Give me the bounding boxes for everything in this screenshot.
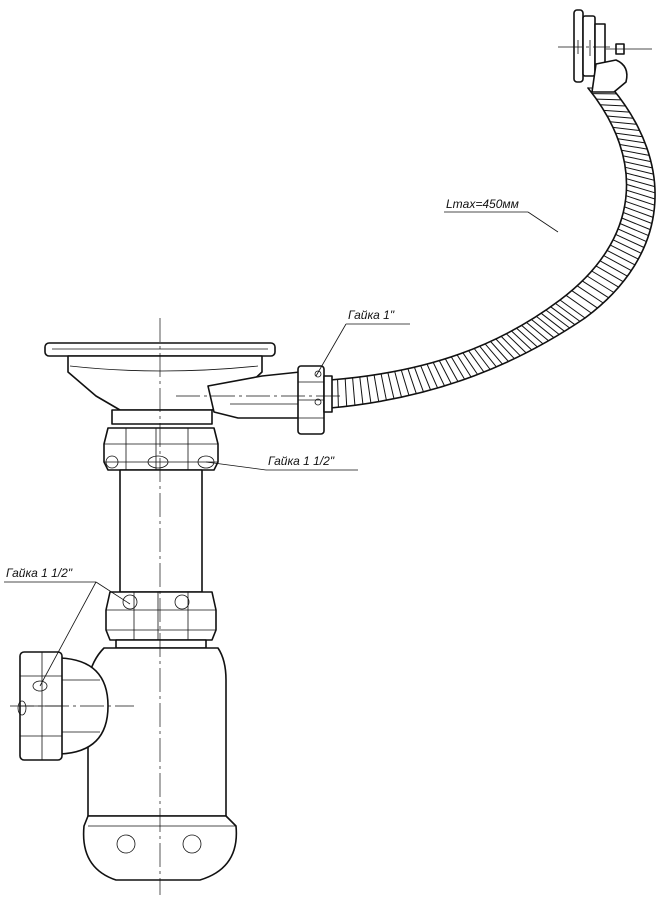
- corrugated-overflow-hose: [330, 88, 655, 408]
- hose-rib: [572, 291, 598, 309]
- hose-rib: [546, 310, 570, 328]
- hose-rib: [625, 167, 653, 174]
- upper-nut-1-1-2: [104, 428, 218, 470]
- hose-rib: [616, 133, 643, 137]
- hose-rib: [613, 240, 641, 254]
- hose-rib: [600, 261, 627, 276]
- hose-rib: [374, 375, 379, 402]
- hose-rib: [395, 371, 402, 397]
- hose-rib: [345, 379, 347, 407]
- hose-rib: [496, 339, 515, 359]
- hose-rib: [618, 229, 646, 242]
- hose-rib: [566, 295, 591, 313]
- hose-rib: [607, 250, 635, 265]
- hose-rib: [451, 357, 464, 379]
- hose-rib: [625, 207, 654, 218]
- hose-rib: [480, 346, 497, 367]
- hose-ribs: [330, 88, 655, 408]
- hose-rib: [512, 331, 532, 350]
- callout-upper-nut: Гайка 1 1/2": [206, 454, 358, 470]
- hose-rib: [551, 307, 575, 325]
- hose-rib: [353, 378, 355, 405]
- hose-rib: [541, 313, 564, 331]
- hose-rib: [616, 234, 644, 247]
- hose-rib: [600, 105, 625, 106]
- hose-length-label: Lmax=450мм: [446, 197, 519, 211]
- hose-rib: [457, 355, 471, 377]
- sink-strainer: [45, 343, 300, 424]
- siphon-body: [60, 648, 236, 880]
- hose-rib: [618, 139, 645, 143]
- hose-rib: [622, 150, 650, 155]
- hose-rib: [587, 276, 614, 293]
- hose-rib: [596, 99, 621, 100]
- hose-rib: [469, 351, 484, 372]
- hose-rib: [623, 156, 651, 162]
- hose-rib: [501, 336, 520, 355]
- hose-rib: [445, 359, 458, 382]
- hose-rib: [625, 201, 654, 211]
- hose-rib: [613, 127, 640, 130]
- hose-rib: [506, 334, 526, 353]
- hose-rib: [607, 116, 633, 118]
- hose-rib: [582, 281, 608, 298]
- hose-rib: [536, 316, 559, 334]
- hose-rib: [592, 271, 619, 287]
- hose-rib: [626, 173, 654, 180]
- hose-rib: [338, 379, 339, 407]
- hose-rib: [491, 342, 509, 362]
- hose-rib: [610, 245, 638, 259]
- hose-rib: [388, 373, 394, 399]
- hose-rib: [414, 367, 423, 392]
- hose-rib: [401, 370, 409, 395]
- hose-rib: [463, 353, 478, 375]
- hose-rib: [532, 320, 554, 338]
- hose-rib: [620, 145, 648, 150]
- upper-nut-label: Гайка 1 1/2": [268, 454, 335, 468]
- hose-rib: [604, 110, 630, 112]
- overflow-head: [558, 10, 652, 92]
- nut-1inch-label: Гайка 1": [348, 308, 395, 322]
- lower-nut-label: Гайка 1 1/2": [6, 566, 73, 580]
- hose-rib: [367, 376, 371, 403]
- hose-rib: [623, 213, 652, 224]
- hose-rib: [360, 377, 363, 404]
- hose-rib: [624, 162, 652, 168]
- lower-nut-1-1-2: [106, 592, 216, 648]
- hose-nut-1inch: [298, 366, 332, 434]
- hose-rib: [522, 325, 543, 344]
- hose-rib: [381, 374, 386, 400]
- hose-rib: [577, 286, 603, 303]
- vertical-tube: [120, 470, 202, 592]
- hose-rib: [596, 266, 623, 282]
- hose-rib: [474, 349, 490, 370]
- hose-rib: [610, 122, 636, 125]
- hose-rib: [439, 361, 451, 384]
- hose-rib: [622, 218, 651, 230]
- callout-nut-1inch: Гайка 1": [316, 308, 410, 376]
- hose-rib: [485, 344, 502, 364]
- hose-rib: [408, 369, 416, 394]
- hose-rib: [620, 224, 649, 236]
- hose-rib: [604, 256, 632, 271]
- hose-rib: [527, 323, 549, 341]
- hose-rib: [517, 328, 538, 347]
- callout-hose-length: Lmax=450мм: [444, 197, 558, 232]
